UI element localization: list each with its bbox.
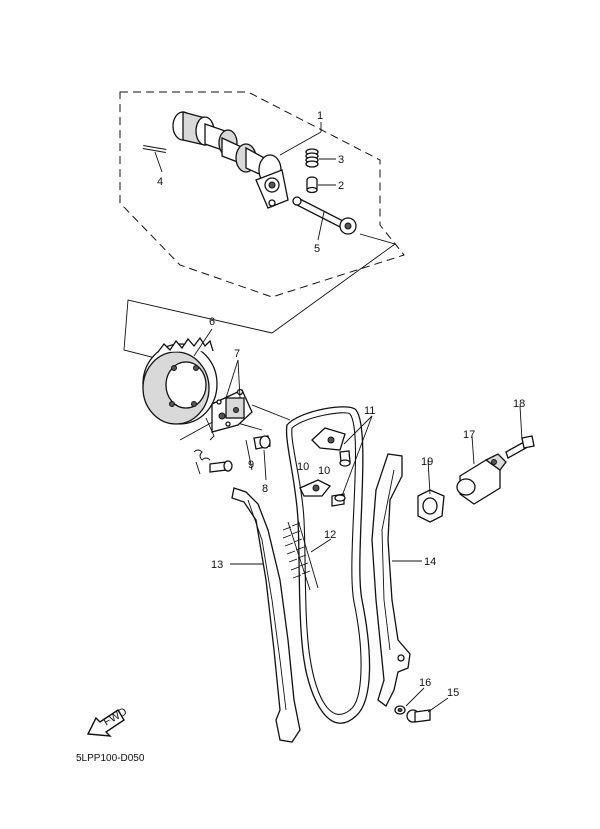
bolt-9 bbox=[209, 460, 233, 473]
cam-sprocket bbox=[142, 336, 218, 425]
fwd-arrow-icon: FWD bbox=[86, 706, 129, 737]
callout-6: 6 bbox=[209, 316, 215, 328]
chain-guide-stopper-lower bbox=[299, 479, 346, 507]
callout-11: 11 bbox=[364, 405, 375, 417]
callout-10b: 10 bbox=[297, 461, 309, 473]
callout-15: 15 bbox=[447, 687, 459, 699]
callout-numbers: 1 2 3 4 5 6 7 8 9 10 10 11 12 13 14 15 1… bbox=[157, 110, 525, 699]
tensioner-gasket bbox=[417, 489, 445, 523]
callout-7: 7 bbox=[234, 348, 240, 360]
chain-guide-14-rib bbox=[381, 469, 395, 651]
cam-chain-inner bbox=[291, 412, 362, 715]
callout-1: 1 bbox=[317, 110, 323, 122]
callout-4: 4 bbox=[157, 176, 163, 188]
callout-12: 12 bbox=[324, 529, 336, 541]
decompressor-plate bbox=[205, 388, 253, 441]
cam-chain bbox=[285, 406, 371, 724]
callout-10a: 10 bbox=[318, 465, 330, 477]
callout-3: 3 bbox=[338, 154, 344, 166]
chain-tensioner bbox=[456, 453, 507, 505]
bolt-15 bbox=[406, 709, 431, 723]
callout-14: 14 bbox=[424, 556, 436, 568]
callout-9: 9 bbox=[248, 459, 254, 471]
chain-guide-13-rib bbox=[247, 499, 287, 711]
bolt-8 bbox=[253, 435, 271, 450]
callout-16: 16 bbox=[419, 677, 431, 689]
sprocket-group-boundary bbox=[271, 233, 397, 334]
chain-guide-13 bbox=[231, 487, 301, 743]
callout-18: 18 bbox=[513, 398, 525, 410]
callout-13: 13 bbox=[211, 559, 223, 571]
camshaft-assembly-boundary bbox=[119, 91, 405, 298]
leader-lines bbox=[154, 122, 523, 713]
callout-5: 5 bbox=[314, 243, 320, 255]
callout-2: 2 bbox=[338, 180, 344, 192]
callout-8: 8 bbox=[262, 483, 268, 495]
chain-guide-14 bbox=[371, 453, 411, 707]
callout-17: 17 bbox=[463, 429, 475, 441]
sprocket-group-line bbox=[251, 404, 291, 421]
washer-16 bbox=[394, 705, 406, 715]
shaft bbox=[292, 196, 357, 235]
camshaft bbox=[172, 111, 289, 209]
decompressor-pin bbox=[306, 176, 318, 194]
diagram-code: 5LPP100-D050 bbox=[76, 753, 145, 764]
chain-guide-14-hole bbox=[397, 654, 405, 662]
chain-links-detail bbox=[282, 519, 319, 591]
spring bbox=[305, 148, 319, 168]
chain-guide-stopper-upper bbox=[311, 427, 351, 467]
tensioner-bolt bbox=[505, 435, 535, 459]
spring-9 bbox=[193, 449, 211, 475]
callout-19: 19 bbox=[421, 456, 433, 468]
pin bbox=[142, 145, 167, 153]
